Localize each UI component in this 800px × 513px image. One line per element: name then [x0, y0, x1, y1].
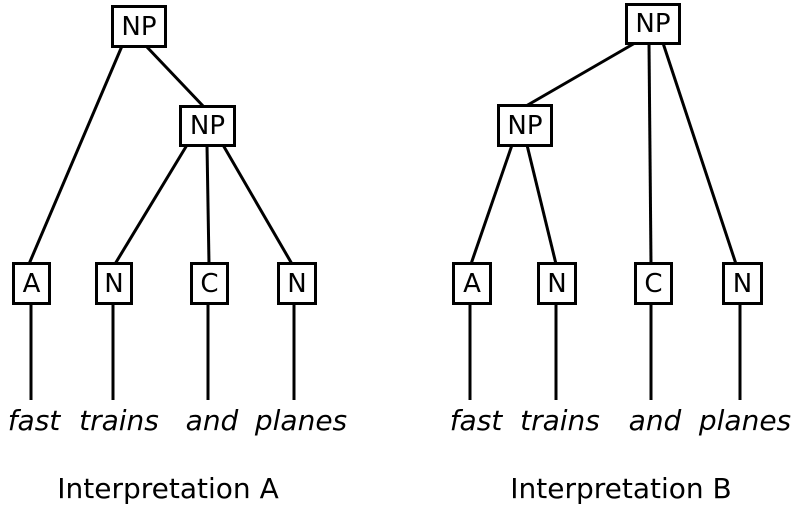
edge-treeA-innerNP-to-leafC: [205, 144, 211, 265]
treeA-word-trains: trains: [79, 404, 159, 437]
treeA-leaf-noun1-node: N: [95, 262, 133, 305]
treeA-leaf-noun2-node: N: [277, 262, 317, 305]
treeB-inner-np-node: NP: [497, 104, 553, 147]
treeB-caption: Interpretation B: [510, 472, 732, 505]
treeA-word-and: and: [185, 404, 239, 437]
edge-treeA-innerNP-to-leafN1: [113, 144, 189, 265]
treeB-word-trains: trains: [520, 404, 600, 437]
treeA-caption: Interpretation A: [57, 472, 279, 505]
edge-treeB-innerNP-to-leafN1: [525, 144, 558, 265]
treeA-leaf-conjunction-node: C: [190, 262, 229, 305]
treeB-leaf-noun2-node: N: [722, 262, 763, 305]
edge-treeA-root-to-leafA: [27, 45, 124, 265]
treeB-leaf-adjective-node: A: [452, 262, 492, 305]
treeA-root-np-node: NP: [111, 5, 167, 48]
treeA-word-planes: planes: [254, 404, 348, 437]
edge-treeB-root-to-leafC: [647, 42, 653, 265]
edge-treeB-root-to-innerNP: [525, 41, 636, 108]
treeA-word-fast: fast: [7, 404, 61, 437]
treeA-inner-np-node: NP: [179, 105, 236, 147]
treeB-leaf-conjunction-node: C: [634, 262, 673, 305]
treeB-word-planes: planes: [698, 404, 792, 437]
edge-treeB-innerNP-to-leafA: [469, 144, 514, 265]
edge-treeB-root-to-leafN2: [661, 42, 738, 265]
treeB-word-and: and: [628, 404, 682, 437]
treeA-leaf-adjective-node: A: [12, 262, 51, 305]
edge-treeA-innerNP-to-leafN2: [221, 144, 294, 265]
treeB-leaf-noun1-node: N: [537, 262, 577, 305]
edge-treeA-root-to-innerNP: [144, 44, 206, 109]
treeB-word-fast: fast: [449, 404, 503, 437]
treeB-root-np-node: NP: [625, 3, 681, 45]
